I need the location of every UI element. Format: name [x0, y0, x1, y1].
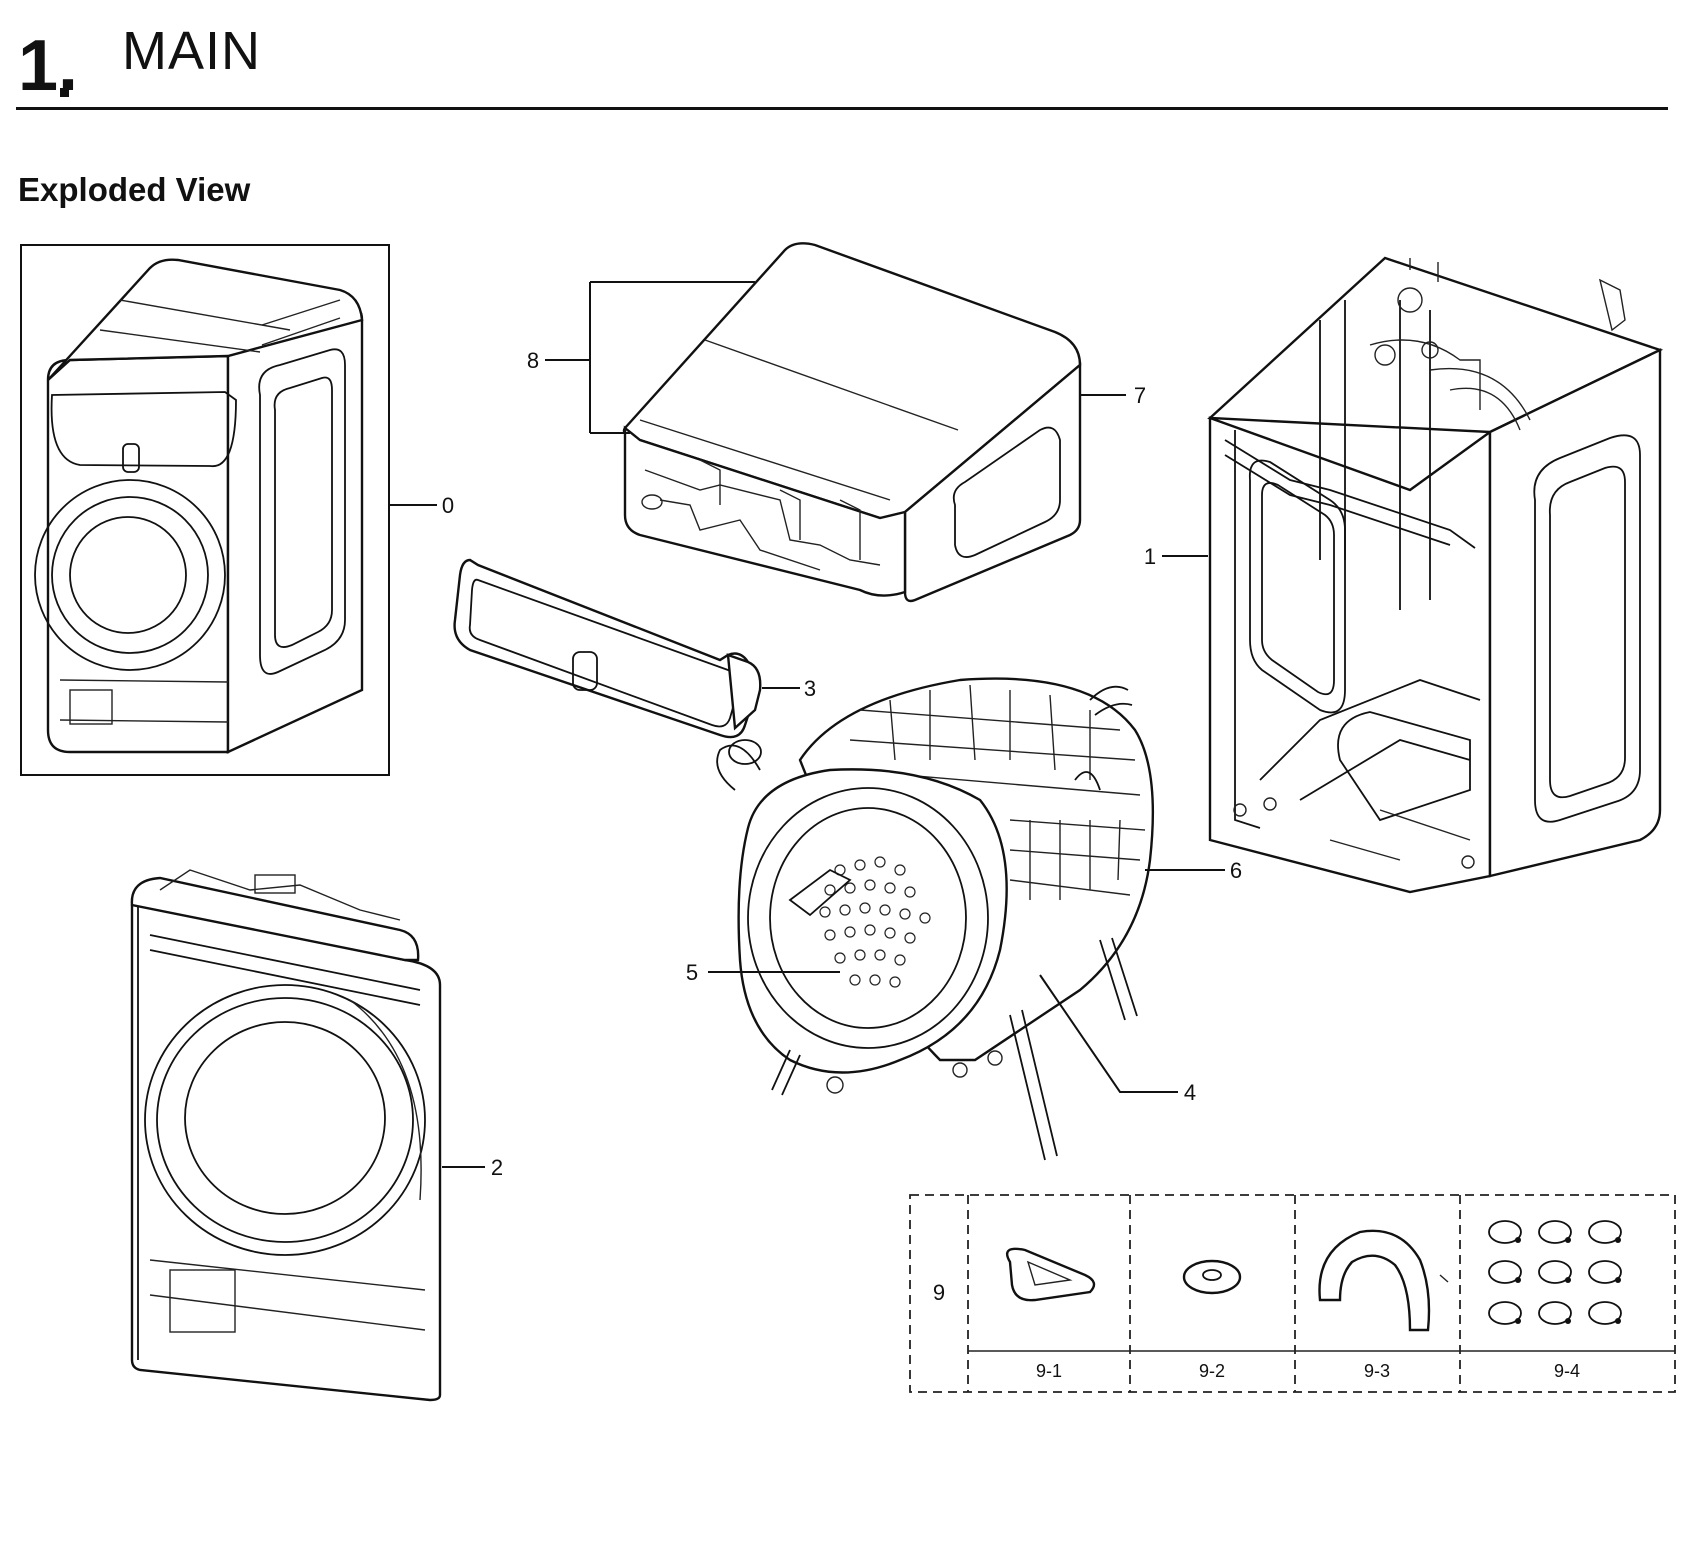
callout-1: 1: [1144, 544, 1156, 569]
kit-cell-9-2: 9-2: [1199, 1361, 1225, 1381]
part-4-5-6-tub-drum: [708, 677, 1225, 1161]
callout-8: 8: [527, 348, 539, 373]
kit-cell-9-4: 9-4: [1554, 1361, 1580, 1381]
section-number-dot: [60, 88, 69, 97]
part-3-control-panel: [453, 558, 800, 739]
kit-label: 9: [933, 1280, 945, 1305]
callout-7: 7: [1134, 383, 1146, 408]
part-9-kit-table: 9 9-1 9-2 9-3 9-4: [909, 1194, 1676, 1393]
kit-cell-9-3: 9-3: [1364, 1361, 1390, 1381]
part-2-front-panel: [130, 869, 485, 1402]
diagram-subtitle: Exploded View: [18, 171, 251, 208]
callout-3: 3: [804, 676, 816, 701]
callout-0: 0: [442, 493, 454, 518]
kit-cell-9-1: 9-1: [1036, 1361, 1062, 1381]
callout-6: 6: [1230, 858, 1242, 883]
callout-4: 4: [1184, 1080, 1196, 1105]
section-title: MAIN: [122, 21, 261, 81]
callout-2: 2: [491, 1155, 503, 1180]
callout-5: 5: [686, 960, 698, 985]
part-1-cabinet: [1162, 256, 1664, 894]
part-7-8-top-assembly: [545, 242, 1126, 603]
part-0-assembled-washer: [20, 244, 437, 776]
header-rule: [16, 107, 1668, 110]
